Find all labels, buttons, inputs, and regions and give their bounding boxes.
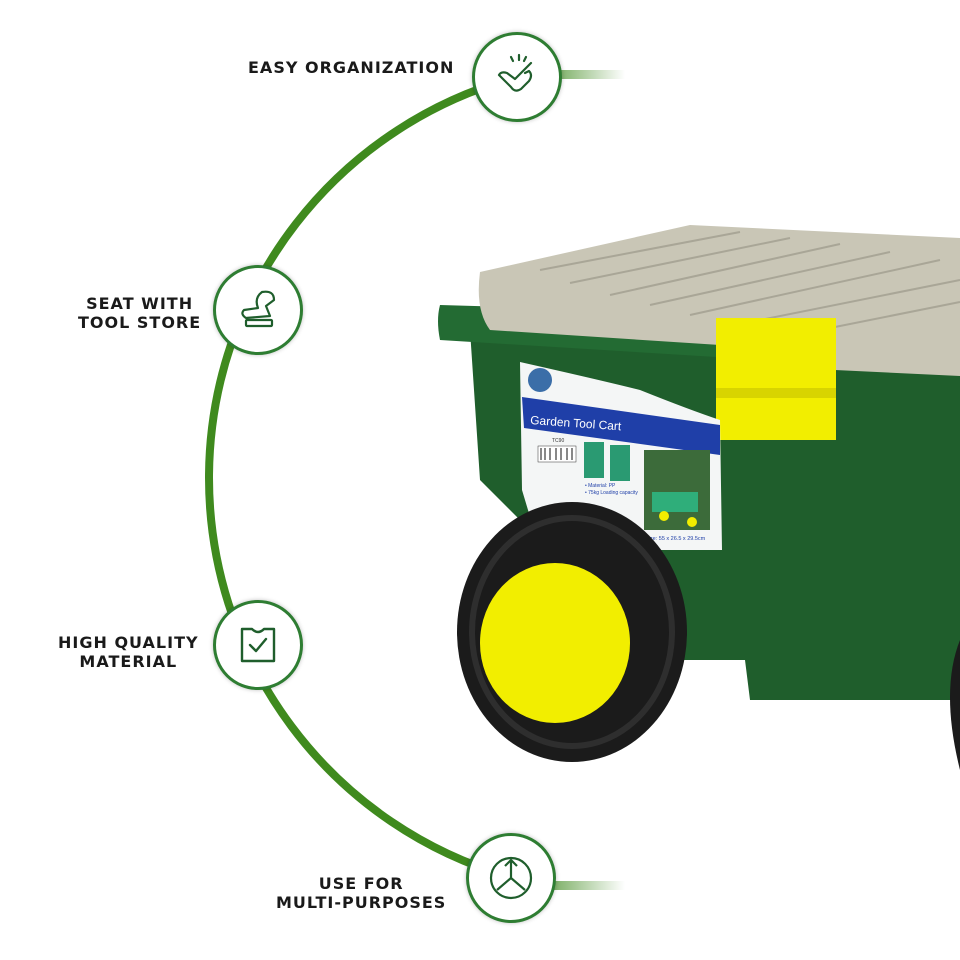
feature-label-line: TOOL STORE <box>78 313 202 332</box>
feature-icon-circle <box>466 833 556 923</box>
front-wheel-tread <box>469 515 675 749</box>
checked-clipboard-icon <box>240 627 276 663</box>
hand-check-icon <box>497 53 533 92</box>
feature-icon-circle <box>213 265 303 355</box>
bottom-fade-line <box>550 881 625 890</box>
sticker-photo-main <box>644 450 710 530</box>
feature-icon-circle <box>213 600 303 690</box>
green-arc <box>205 73 519 881</box>
front-wheel-hub <box>480 563 630 723</box>
feature-icon-circle <box>472 32 562 122</box>
sticker-bullet-2: • 75kg Loading capacity <box>585 490 638 496</box>
sticker-size: Size: 55 x 26.5 x 29.5cm <box>645 536 706 542</box>
feature-label-line: MULTI-PURPOSES <box>276 893 447 912</box>
lid-ribs <box>539 231 960 331</box>
barcode <box>537 445 577 463</box>
sticker-title: Garden Tool Cart <box>530 413 623 433</box>
sticker-photo-wheel <box>687 517 697 527</box>
sticker-bullet-1: • Material: PP <box>585 483 616 489</box>
sticker-photo-1 <box>584 442 604 478</box>
top-fade-line <box>555 70 625 79</box>
feature-label-line: SEAT WITH <box>86 294 194 313</box>
sticker-title-band <box>522 397 720 455</box>
seat-icon <box>241 290 276 328</box>
sticker-photo-wheel <box>659 511 669 521</box>
multi-direction-icon <box>489 856 533 900</box>
sticker-model: TC90 <box>552 438 564 444</box>
brand-logo <box>528 368 552 392</box>
latch-shadow <box>716 388 836 398</box>
feature-label-line: USE FOR <box>318 874 404 893</box>
sticker-photo-2 <box>610 445 630 481</box>
sticker-photo-cart <box>652 492 698 512</box>
feature-label-line: HIGH QUALITY <box>58 633 199 652</box>
feature-label-line: EASY ORGANIZATION <box>248 58 455 77</box>
yellow-latch <box>716 318 836 440</box>
feature-label-line: MATERIAL <box>79 652 178 671</box>
feature-label-easy-organization: EASY ORGANIZATION <box>248 58 454 77</box>
barcode-bars <box>540 448 573 460</box>
rear-wheel <box>950 640 960 770</box>
